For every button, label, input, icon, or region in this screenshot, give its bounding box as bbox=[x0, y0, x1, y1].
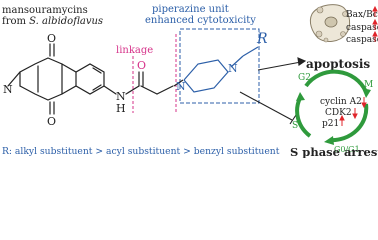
cycle-arc-s bbox=[295, 97, 312, 138]
cycle-arc-m-g1 bbox=[329, 103, 369, 143]
cytotoxicity-label: enhanced cytotoxicity bbox=[145, 15, 256, 26]
figure-canvas: mansouramycins from S. albidoflavus pipe… bbox=[2, 4, 378, 159]
cycle-marker-arrows bbox=[339, 97, 367, 126]
atom-n-amide: N bbox=[116, 90, 126, 103]
atom-o-carbonyl: O bbox=[137, 59, 146, 72]
phase-g0-g1: G0/G1 bbox=[334, 145, 360, 154]
atom-n-piperazine-right: N bbox=[228, 62, 238, 75]
piperazine-label: piperazine unit bbox=[152, 4, 229, 15]
atom-o-bottom: O bbox=[47, 115, 56, 128]
quinone-core bbox=[7, 43, 174, 115]
piperazine-ring bbox=[183, 46, 259, 93]
linkage-label: linkage bbox=[116, 45, 153, 56]
cycle-arrowhead-m bbox=[362, 88, 371, 98]
cycle-arrowhead-s bbox=[296, 92, 305, 101]
apoptosis-label: apoptosis bbox=[306, 57, 370, 71]
atom-n-piperazine-left: N bbox=[176, 80, 186, 93]
cdk2-label: CDK2 bbox=[325, 108, 352, 118]
phase-m: M bbox=[364, 80, 373, 90]
marker-up-arrows bbox=[372, 5, 378, 42]
s-phase-arrest-label: S phase arrest bbox=[290, 145, 378, 158]
source-line1: mansouramycins bbox=[2, 5, 88, 16]
sar-summary: R: alkyl substituent > acyl substituent … bbox=[2, 146, 280, 157]
outcome-arrows bbox=[239, 57, 307, 125]
phase-s: S bbox=[292, 121, 298, 131]
cyclin-a2-label: cyclin A2 bbox=[320, 97, 362, 107]
phase-g2: G2 bbox=[298, 73, 311, 83]
atom-h-amide: H bbox=[116, 102, 126, 115]
cell-icon bbox=[309, 4, 351, 43]
source-line2: from S. albidoflavus bbox=[2, 16, 103, 27]
sar-figure: mansouramycins from S. albidoflavus pipe… bbox=[2, 4, 378, 159]
marker-caspase3: caspase 3 bbox=[346, 35, 378, 45]
atom-n-ring: N bbox=[3, 83, 13, 96]
marker-caspase9: caspase 9 bbox=[346, 23, 378, 33]
cycle-arc-g2-m bbox=[304, 69, 368, 93]
piperazine-box bbox=[179, 28, 260, 104]
r-group-label: R bbox=[256, 31, 268, 47]
cell-cycle-diagram bbox=[295, 69, 371, 145]
atom-o-top: O bbox=[47, 32, 56, 45]
marker-bax-bcl2: Bax/Bcl-2 bbox=[346, 10, 378, 20]
p21-label: p21 bbox=[322, 119, 339, 129]
cycle-arrowhead-g1 bbox=[324, 136, 334, 145]
ch2-bond bbox=[173, 79, 184, 87]
